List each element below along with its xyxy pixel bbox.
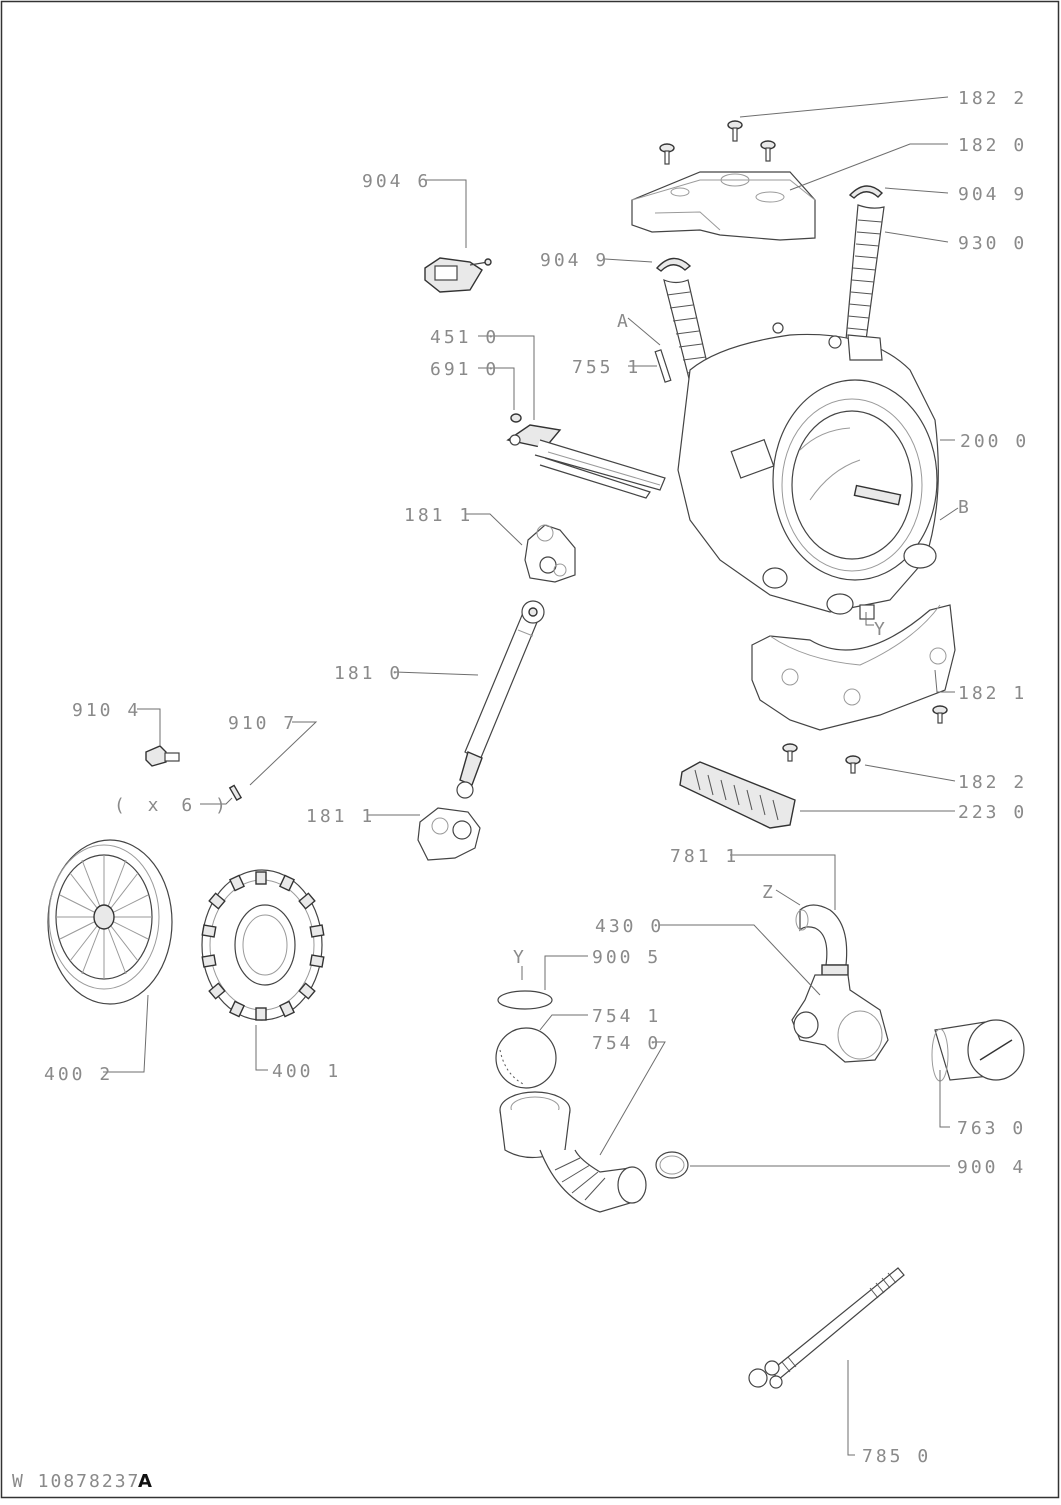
pulley-wheel (47, 839, 173, 1005)
pin-part (654, 349, 672, 383)
float-ball (495, 1027, 557, 1089)
label-691-0: 691 0 (430, 359, 499, 380)
label-A: A (617, 311, 631, 332)
document-revision: A (138, 1471, 152, 1492)
counterweight-bottom (751, 604, 956, 731)
label-181-0: 181 0 (334, 663, 403, 684)
counterweight-top (631, 171, 816, 241)
sump-hose (499, 1091, 647, 1213)
label-Z: Z (762, 882, 776, 903)
drain-elbow (795, 904, 849, 976)
label-904-9-right: 904 9 (958, 184, 1027, 205)
motor-stator (201, 869, 325, 1021)
label-Y-pump: Y (513, 947, 527, 968)
tub-assembly (677, 322, 939, 620)
clamp-left (655, 257, 692, 272)
damper-bracket-bottom (417, 807, 481, 861)
filter-strip (679, 761, 796, 829)
label-182-0: 182 0 (958, 135, 1027, 156)
document-number: W 10878237 (12, 1471, 140, 1492)
small-screw-part (228, 784, 243, 802)
label-182-2-bottom: 182 2 (958, 772, 1027, 793)
pump-filter (931, 1019, 1025, 1082)
bellows-hose-right (845, 204, 885, 343)
bolt-part (145, 745, 180, 767)
screw-top-group (659, 120, 776, 165)
label-B: B (958, 497, 972, 518)
label-181-1-top: 181 1 (404, 505, 473, 526)
label-182-1: 182 1 (958, 683, 1027, 704)
label-Y-tub: Y (874, 619, 888, 640)
part-labels: 182 2 182 0 904 9 904 6 904 9 930 0 A 45… (44, 88, 1029, 1467)
label-904-9-left: 904 9 (540, 250, 609, 271)
leader-lines (103, 96, 959, 1456)
o-ring-part (497, 990, 553, 1010)
document-id: W 10878237 A (12, 1471, 152, 1492)
label-900-5: 900 5 (592, 947, 661, 968)
heater-element (506, 413, 666, 499)
label-763-0: 763 0 (957, 1118, 1026, 1139)
clamp-right (848, 185, 884, 199)
label-910-7: 910 7 (228, 713, 297, 734)
label-400-1: 400 1 (272, 1061, 341, 1082)
label-785-0: 785 0 (862, 1446, 931, 1467)
label-910-4: 910 4 (72, 700, 141, 721)
label-quantity-x6: ( x 6 ) (114, 795, 232, 816)
label-754-1: 754 1 (592, 1006, 661, 1027)
damper-bracket-top (524, 524, 576, 583)
label-430-0: 430 0 (595, 916, 664, 937)
label-754-0: 754 0 (592, 1033, 661, 1054)
label-181-1-bottom: 181 1 (306, 806, 375, 827)
label-182-2-top: 182 2 (958, 88, 1027, 109)
label-755-1: 755 1 (572, 357, 641, 378)
label-200-0: 200 0 (960, 431, 1029, 452)
drain-pump (791, 974, 889, 1063)
label-900-4: 900 4 (957, 1157, 1026, 1178)
label-781-1: 781 1 (670, 846, 739, 867)
label-223-0: 223 0 (958, 802, 1027, 823)
label-904-6: 904 6 (362, 171, 431, 192)
label-930-0: 930 0 (958, 233, 1027, 254)
screw-bottom-group (782, 705, 948, 774)
inlet-hose (748, 1267, 905, 1389)
sensor-part (424, 257, 492, 293)
shock-absorber (456, 600, 545, 799)
label-400-2: 400 2 (44, 1064, 113, 1085)
hose-clamp (655, 1151, 689, 1179)
label-451-0: 451 0 (430, 327, 499, 348)
